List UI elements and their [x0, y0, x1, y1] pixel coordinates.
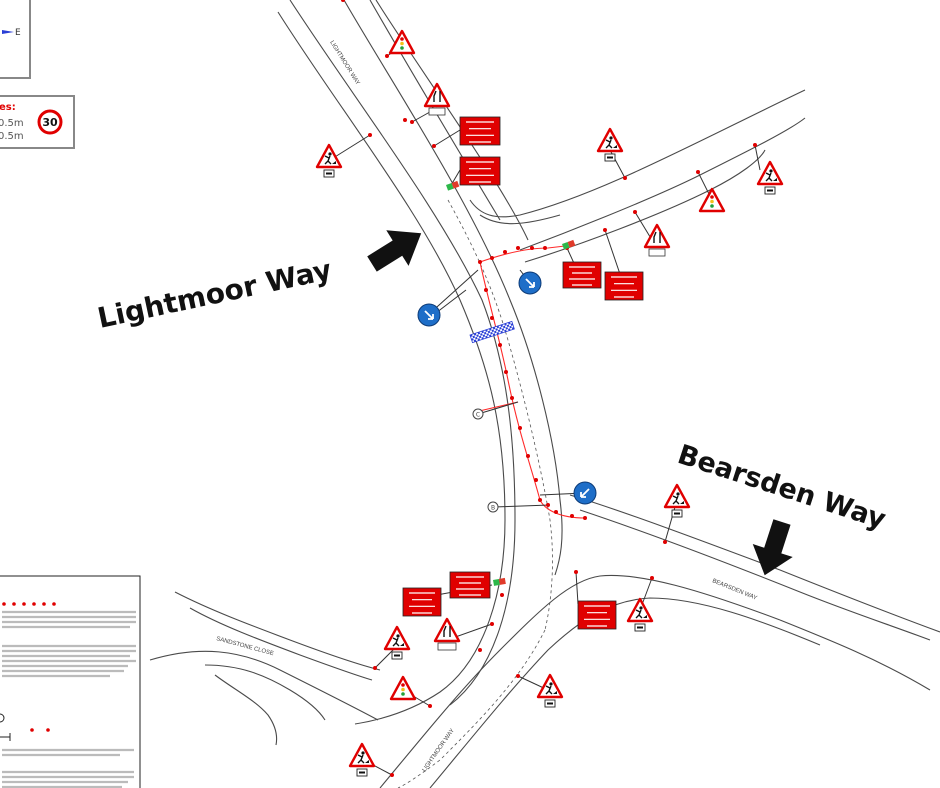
- speed-box-line-2: 0.5m: [0, 131, 24, 142]
- road-name-lightmoor-bottom: LIGHTMOOR WAY: [422, 728, 456, 773]
- node-marker-upper: C: [472, 408, 484, 420]
- information-panel-icon: [459, 116, 501, 146]
- roadworks-sign-icon: [626, 597, 654, 632]
- road-narrows-sign-icon: [423, 82, 451, 116]
- roadworks-sign-icon: [596, 127, 624, 162]
- key-cone-row-2: [0, 713, 50, 741]
- traffic-signal-heads: [446, 180, 576, 586]
- roadworks-sign-icon: [756, 160, 784, 195]
- node-marker-lower-text: B: [491, 505, 495, 512]
- roadworks-sign-icon: [663, 483, 691, 518]
- information-panel-icon: [604, 271, 644, 301]
- compass-arrow-icon: [2, 30, 14, 34]
- roadworks-sign-icon: [536, 673, 564, 708]
- roadworks-sign-icon: [315, 143, 343, 178]
- compass-box: E: [0, 0, 31, 79]
- information-panel-icon: [577, 600, 617, 630]
- road-name-lightmoor-top: LIGHTMOOR WAY: [328, 40, 360, 86]
- traffic-signals-sign-icon: [389, 675, 417, 701]
- traffic-signals-sign-icon: [388, 29, 416, 55]
- key-fine-print-block-3: [2, 748, 134, 788]
- keep-left-sign-icon: [518, 271, 542, 295]
- lightmoor-way-label: Lightmoor Way: [95, 253, 335, 335]
- road-narrows-sign-icon: [433, 617, 461, 651]
- information-panel-icon: [562, 261, 602, 289]
- roadworks-sign-icon: [348, 742, 376, 777]
- speed-limit-30-icon: 30: [37, 109, 63, 135]
- key-box: [0, 575, 141, 788]
- compass-east-label: E: [15, 28, 21, 38]
- road-narrows-sign-icon: [643, 223, 671, 257]
- keep-left-signs: [417, 271, 597, 505]
- speed-box-heading: es:: [0, 102, 16, 113]
- cone-taper: [474, 245, 587, 520]
- node-marker-upper-text: C: [476, 412, 480, 419]
- key-fine-print-block-1: [2, 610, 136, 629]
- keep-left-sign-icon: [573, 481, 597, 505]
- key-cone-row-1: [2, 602, 56, 606]
- information-panel-icon: [449, 571, 491, 599]
- information-panel-icon: [459, 156, 501, 186]
- direction-arrow-icon: [367, 230, 422, 272]
- pedestrian-crossing: [469, 320, 515, 344]
- edge-markers: [341, 0, 757, 777]
- node-marker-lower: B: [487, 501, 499, 513]
- speed-box-line-1: 0.5m: [0, 118, 24, 129]
- key-fine-print-block-2: [2, 644, 136, 678]
- speed-limit-value: 30: [42, 116, 58, 129]
- keep-left-sign-icon: [417, 303, 441, 327]
- warning-signs: [388, 29, 726, 701]
- roadworks-sign-icon: [383, 625, 411, 660]
- speed-limit-box: es: 0.5m 0.5m 30: [0, 95, 75, 149]
- information-panel-icon: [402, 587, 442, 617]
- roadworks-signs: [315, 127, 784, 777]
- direction-arrow-icon: [752, 519, 793, 576]
- traffic-signals-sign-icon: [698, 187, 726, 213]
- road-network: [149, 0, 940, 788]
- information-panels: [402, 116, 644, 630]
- road-name-sandstone: SANDSTONE CLOSE: [215, 636, 274, 657]
- bearsden-way-label: Bearsden Way: [674, 439, 890, 536]
